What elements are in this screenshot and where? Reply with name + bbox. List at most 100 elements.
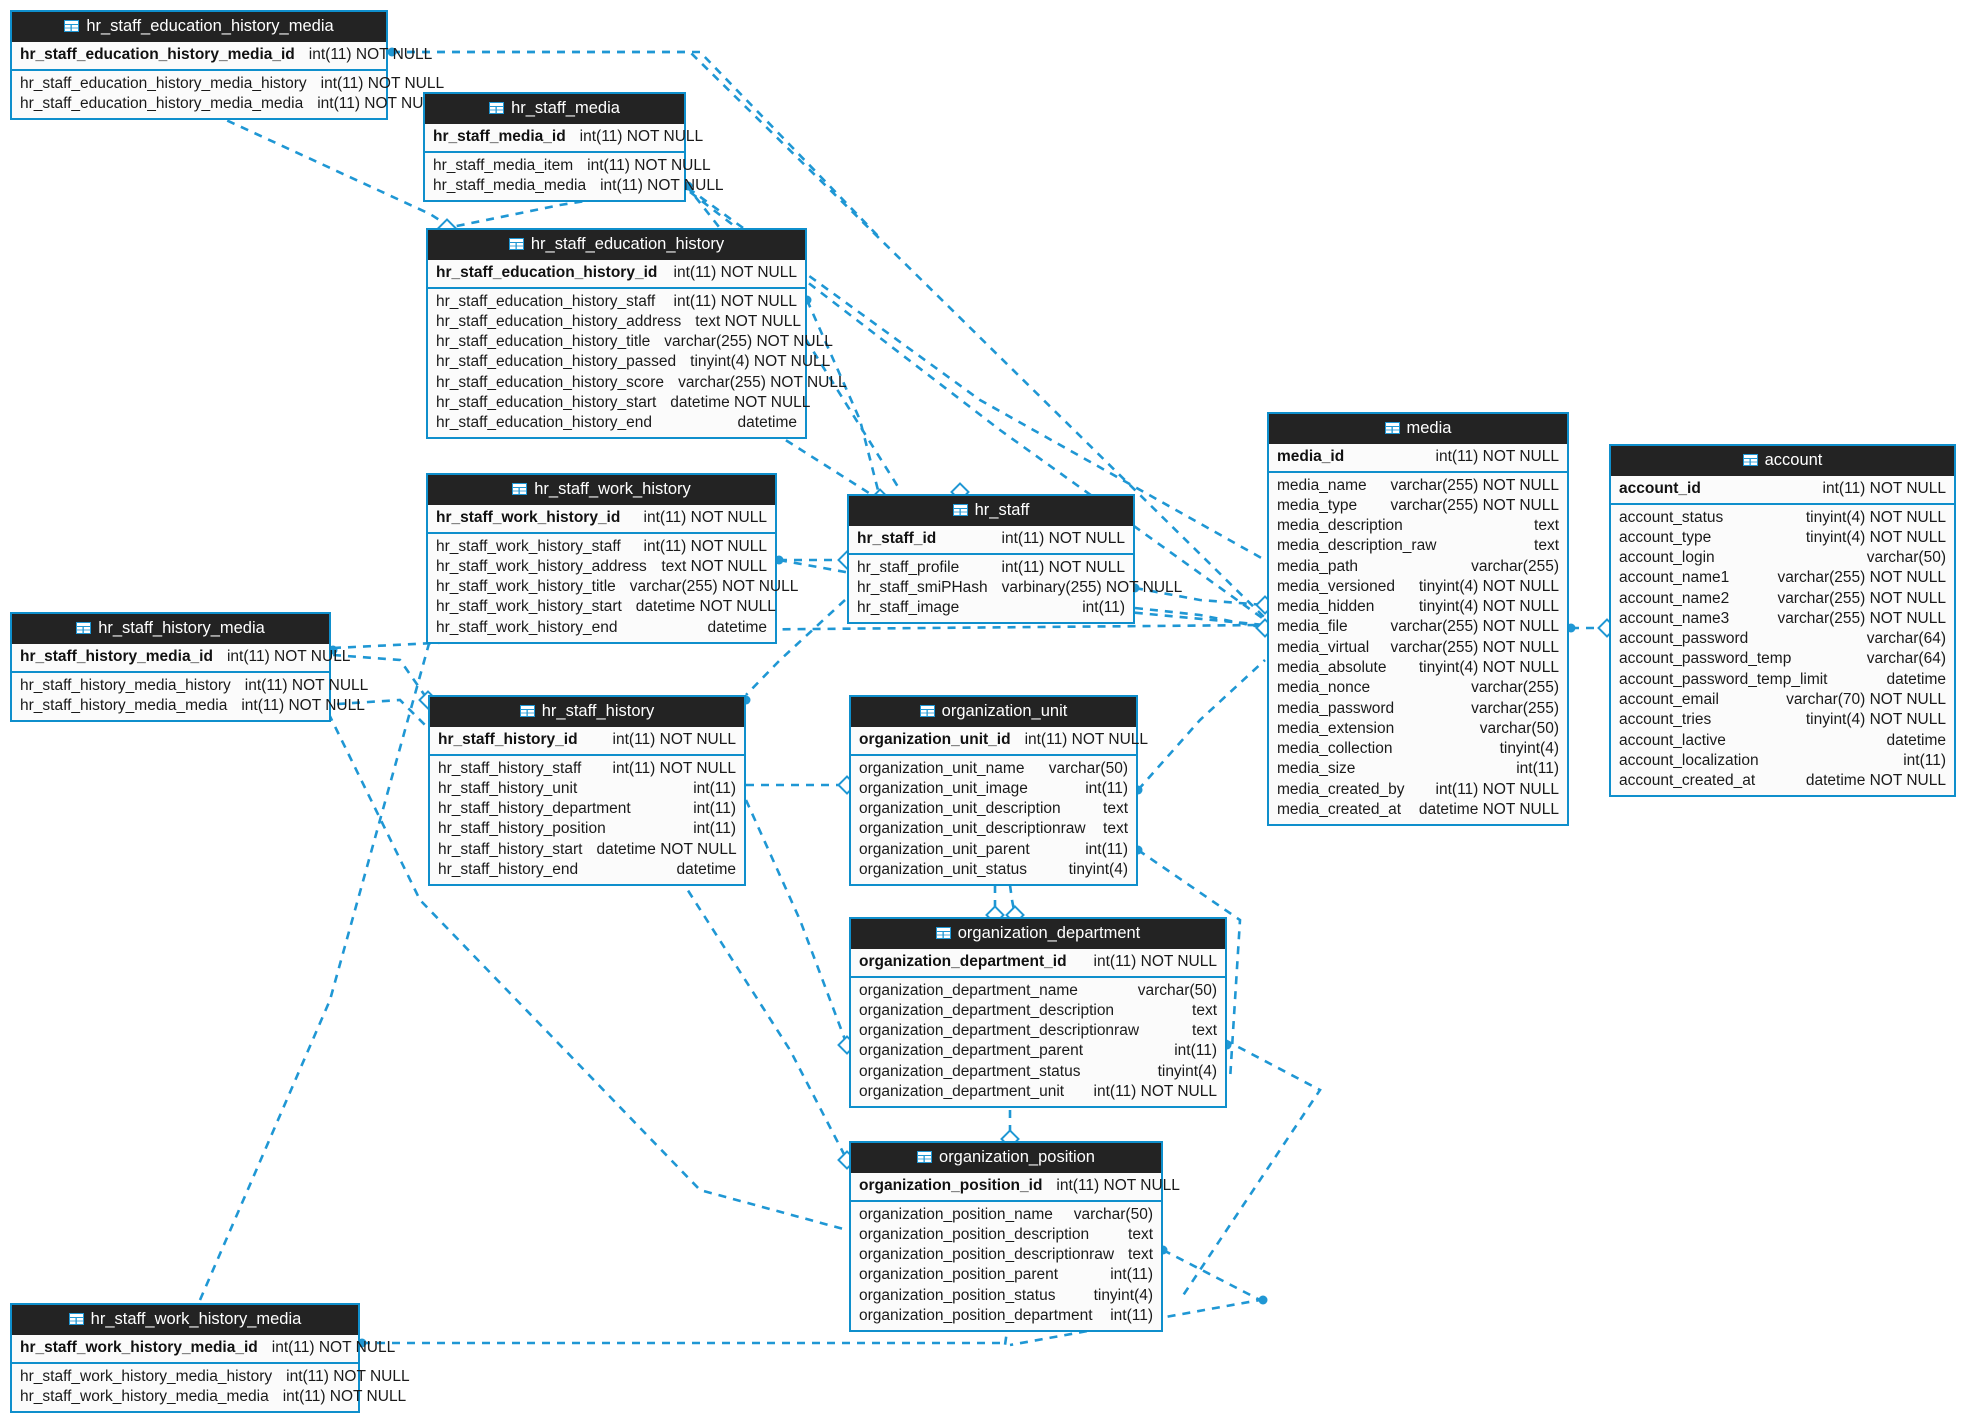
column-row[interactable]: hr_staff_education_history_media_history…: [12, 74, 444, 94]
table-header-organization_department[interactable]: organization_department: [851, 919, 1225, 949]
table-header-hr_staff_work_history[interactable]: hr_staff_work_history: [428, 475, 775, 505]
table-header-hr_staff_work_history_media[interactable]: hr_staff_work_history_media: [12, 1305, 358, 1335]
table-header-hr_staff_education_history_media[interactable]: hr_staff_education_history_media: [12, 12, 386, 42]
table-header-hr_staff_history_media[interactable]: hr_staff_history_media: [12, 614, 329, 644]
table-hr_staff_work_history[interactable]: hr_staff_work_history hr_staff_work_histo…: [426, 473, 798, 644]
table-header-media[interactable]: media: [1269, 414, 1567, 444]
table-header-organization_position[interactable]: organization_position: [851, 1143, 1161, 1173]
table-header-hr_staff[interactable]: hr_staff: [849, 496, 1133, 526]
table-hr_staff_work_history_media[interactable]: hr_staff_work_history_media hr_staff_work…: [10, 1303, 410, 1414]
table-header-organization_unit[interactable]: organization_unit: [851, 697, 1136, 727]
table-hr_staff_history_media[interactable]: hr_staff_history_media hr_staff_history_m…: [10, 612, 368, 723]
table-header-hr_staff_history[interactable]: hr_staff_history: [430, 697, 744, 727]
table-header-hr_staff_media[interactable]: hr_staff_media: [425, 94, 684, 124]
table-header-account[interactable]: account: [1611, 446, 1954, 476]
